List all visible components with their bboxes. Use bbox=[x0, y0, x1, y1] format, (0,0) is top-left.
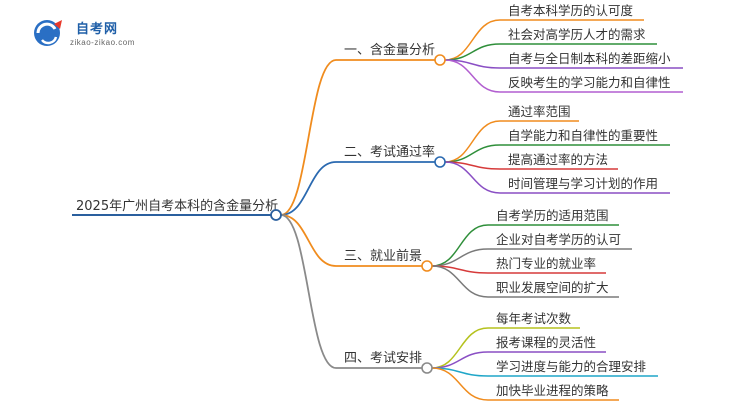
site-logo[interactable]: 自考网 zikao-zikao.com bbox=[30, 16, 140, 50]
leaf-label[interactable]: 企业对自考学历的认可 bbox=[496, 232, 621, 247]
leaf-label[interactable]: 通过率范围 bbox=[508, 104, 571, 119]
leaf-label[interactable]: 每年考试次数 bbox=[496, 311, 572, 326]
leaf-label[interactable]: 自考与全日制本科的差距缩小 bbox=[508, 51, 671, 66]
logo-icon bbox=[34, 20, 62, 46]
branch-link bbox=[280, 59, 337, 216]
leaf-label[interactable]: 学习进度与能力的合理安排 bbox=[496, 359, 647, 374]
logo-subtitle: zikao-zikao.com bbox=[70, 38, 135, 47]
child-link bbox=[444, 43, 501, 61]
root-node-circle[interactable] bbox=[270, 209, 282, 221]
branch-link bbox=[280, 214, 337, 267]
child-link bbox=[431, 224, 489, 267]
leaf-label[interactable]: 自考学历的适用范围 bbox=[496, 208, 609, 223]
child-link bbox=[444, 59, 501, 93]
branch-node-circle[interactable] bbox=[434, 156, 446, 168]
branch-label[interactable]: 三、就业前景 bbox=[344, 248, 422, 264]
branch-node-circle[interactable] bbox=[421, 260, 433, 272]
leaf-label[interactable]: 报考课程的灵活性 bbox=[496, 335, 596, 350]
branch-link bbox=[280, 161, 337, 216]
leaf-label[interactable]: 社会对高学历人才的需求 bbox=[508, 27, 646, 42]
branch-link bbox=[280, 214, 337, 369]
leaf-label[interactable]: 自考本科学历的认可度 bbox=[508, 3, 634, 18]
leaf-label[interactable]: 热门专业的就业率 bbox=[496, 256, 596, 271]
branch-label[interactable]: 四、考试安排 bbox=[344, 351, 422, 366]
child-link bbox=[431, 327, 489, 369]
branch-node-circle[interactable] bbox=[421, 362, 433, 374]
child-link bbox=[431, 248, 489, 267]
child-link bbox=[431, 367, 489, 401]
child-link bbox=[431, 265, 489, 298]
logo-title: 自考网 bbox=[76, 22, 119, 37]
leaf-label[interactable]: 时间管理与学习计划的作用 bbox=[508, 176, 658, 191]
mindmap-nodes: 2025年广州自考本科的含金量分析 一、含金量分析 自考本科学历的认可度社会对高学历… bbox=[72, 3, 683, 401]
leaf-label[interactable]: 反映考生的学习能力和自律性 bbox=[508, 75, 671, 90]
mindmap-links bbox=[280, 19, 501, 401]
leaf-label[interactable]: 自学能力和自律性的重要性 bbox=[508, 128, 658, 143]
leaf-label[interactable]: 提高通过率的方法 bbox=[508, 152, 608, 167]
child-link bbox=[444, 19, 501, 61]
leaf-label[interactable]: 加快毕业进程的策略 bbox=[496, 383, 609, 398]
child-link bbox=[444, 144, 501, 163]
child-link bbox=[431, 351, 489, 369]
branch-node-circle[interactable] bbox=[434, 54, 446, 66]
leaf-label[interactable]: 职业发展空间的扩大 bbox=[496, 280, 609, 295]
child-link bbox=[444, 120, 501, 163]
branch-label[interactable]: 一、含金量分析 bbox=[344, 42, 435, 58]
child-link bbox=[444, 161, 501, 194]
branch-label[interactable]: 二、考试通过率 bbox=[344, 144, 435, 160]
root-label: 2025年广州自考本科的含金量分析 bbox=[76, 198, 278, 214]
